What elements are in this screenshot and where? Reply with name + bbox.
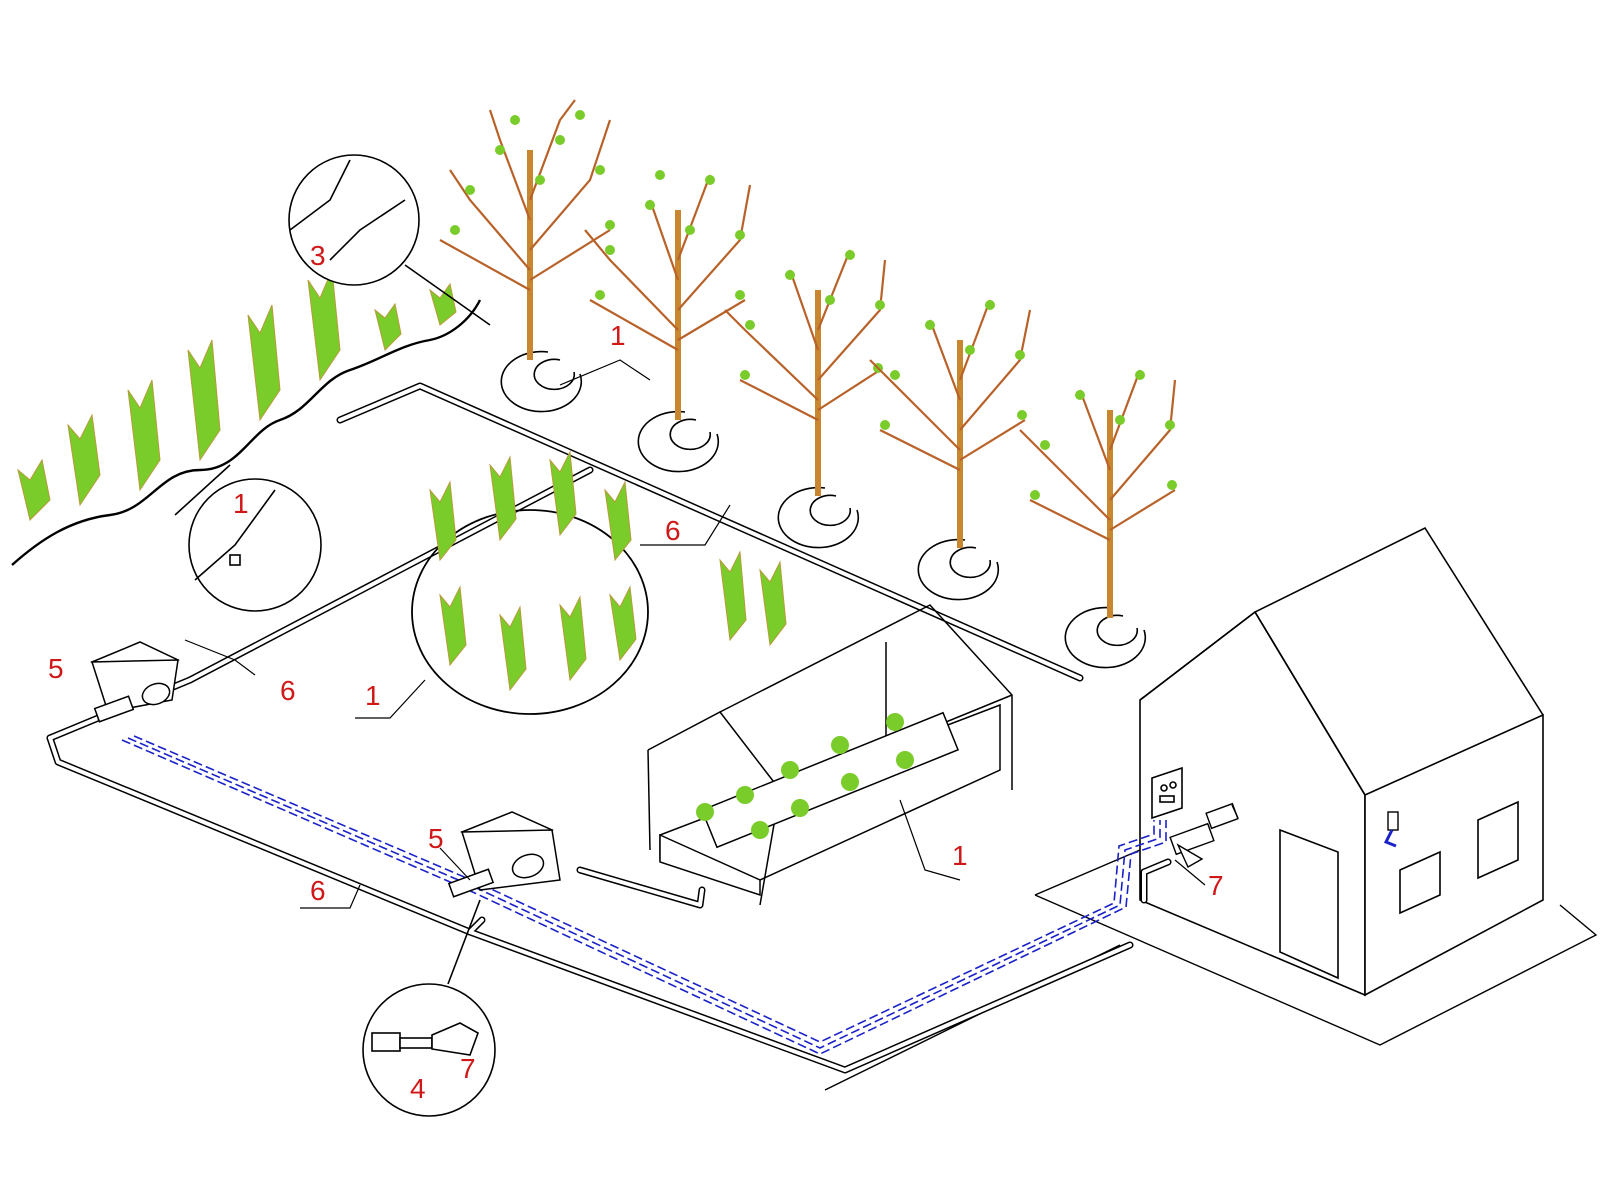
callout-1-circle: 1 (365, 680, 381, 711)
detail-circle-1 (174, 464, 322, 612)
tree-drip-rings (500, 350, 1147, 669)
tree-2 (584, 170, 752, 420)
callout-5-mid: 5 (428, 823, 444, 854)
detail-circle-3 (288, 154, 491, 326)
callout-6-main: 6 (665, 515, 681, 546)
valve-box-left (90, 641, 180, 723)
callout-1-tree: 1 (610, 320, 626, 351)
callout-1-row: 1 (233, 488, 249, 519)
wall-sensor-icon (1383, 811, 1399, 848)
callout-3: 3 (310, 240, 326, 271)
greenhouse-icon (647, 604, 1013, 906)
house-icon (1139, 526, 1544, 997)
tree-1 (439, 99, 615, 360)
callout-7-house: 7 (1208, 870, 1224, 901)
valve-box-mid (447, 811, 561, 898)
callout-4-detail: 4 (410, 1073, 426, 1104)
greenhouse-plants (696, 713, 914, 839)
callout-1-greenhouse: 1 (952, 840, 968, 871)
tree-3 (724, 249, 887, 496)
leader-lines (184, 359, 1206, 909)
circular-bed (411, 450, 787, 715)
detail-circle-valve (362, 899, 496, 1117)
tree-5 (1019, 369, 1177, 618)
callout-7-detail: 7 (460, 1053, 476, 1084)
callout-labels: 3 1 1 6 5 6 1 5 1 6 7 4 7 (48, 240, 1224, 1104)
control-cables (121, 735, 1167, 1055)
tree-4 (869, 299, 1032, 548)
plant-row (11, 269, 482, 566)
filter-icon (1169, 802, 1239, 868)
callout-6-left: 6 (280, 675, 296, 706)
tree-icon (439, 99, 1177, 618)
controller-icon (1151, 766, 1183, 820)
callout-6-bottom: 6 (310, 875, 326, 906)
callout-5-left: 5 (48, 653, 64, 684)
